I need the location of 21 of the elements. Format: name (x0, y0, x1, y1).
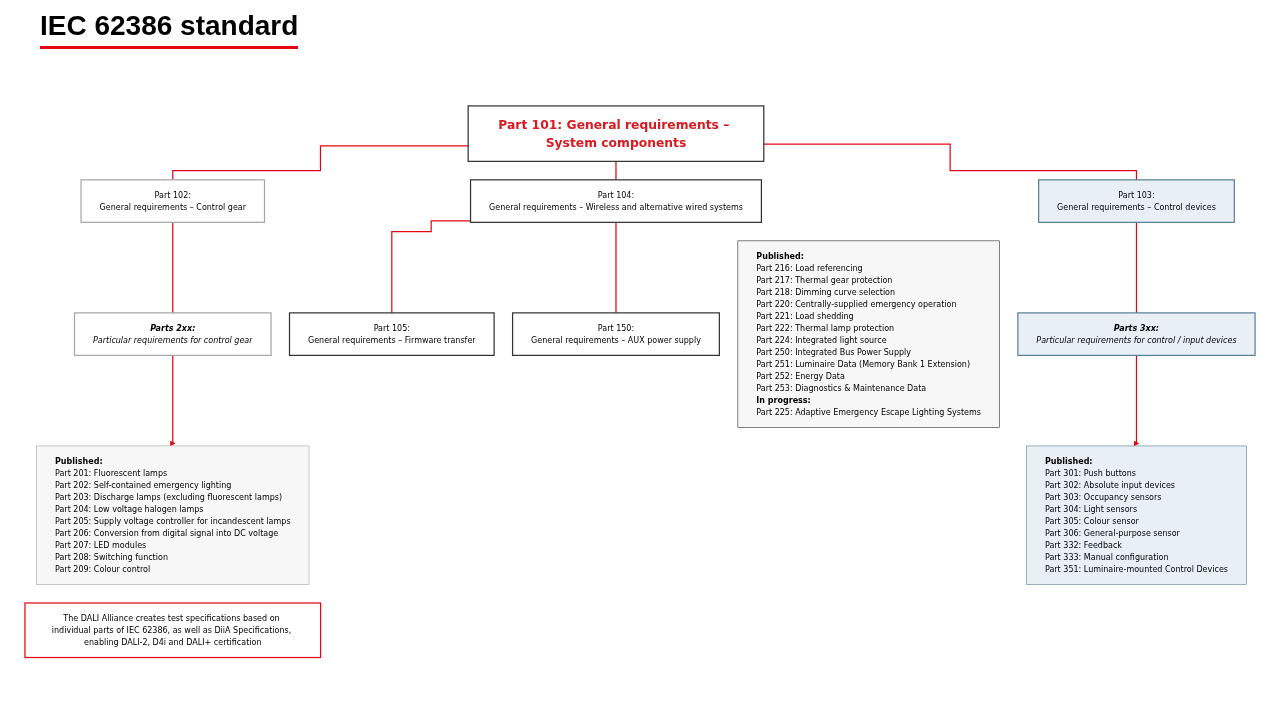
diagram-title: IEC 62386 standard (40, 10, 299, 49)
node-box: Part 105: General requirements – Firmware transfer (288, 312, 495, 356)
node-box: The DALI Alliance creates test specifications based on individual parts of IEC 62386, as well as DiiA Specifications, enabling DALI-2, D4i and DALI+ certification (24, 602, 322, 658)
node-box: Part 102: General requirements – Control gear (80, 179, 266, 223)
node-box: Part 150: General requirements – AUX power supply (511, 312, 720, 356)
connector (615, 160, 617, 181)
node-box: Part 104: General requirements – Wireless and alternative wired systems (469, 179, 763, 223)
node-box: Published: Part 301: Push buttons Part 302: Absolute input devices Part 303: Occupancy sensors Part 304: Light sensors Part 305: Colour sensor Part 306: General-purpose sensor Part 332: Feedback Part 333: Manual configuration Part 351: Luminaire-mounted Control Devices (1026, 445, 1247, 585)
connector (615, 221, 617, 314)
node-box: Part 101: General requirements – System components (467, 105, 765, 162)
node-box: Parts 2xx: Particular requirements for control gear (73, 312, 272, 356)
connector (172, 145, 469, 181)
node-box: Part 103: General requirements – Control devices (1038, 179, 1235, 223)
connector (172, 221, 174, 314)
node-box: Published: Part 216: Load referencing Part 217: Thermal gear protection Part 218: Dimming curve selection Part 220: Centrally-supplied emergency operation Part 221: Load shedding Part 222: Thermal lamp protection Part 224: Integrated light source Part 250: Integrated Bus Power Supply Part 251: Luminaire Data (Memory Bank 1 Extension) Part 252: Energy Data Part 253: Diagnostics & Maintenance Data In progress: Part 225: Adaptive Emergency Escape Lighting Systems (737, 240, 1000, 428)
arrow (1133, 354, 1140, 446)
node-box: Published: Part 201: Fluorescent lamps Part 202: Self-contained emergency lighting Part 203: Discharge lamps (excluding fluorescent lamps) Part 204: Low voltage halogen lamps Part 205: Supply voltage controller for incandescent lamps Part 206: Conversion from digital signal into DC voltage Part 207: LED modules Part 208: Switching function Part 209: Colour control (36, 445, 310, 585)
connector (763, 143, 1138, 181)
node-box: Parts 3xx: Particular requirements for control / input devices (1017, 312, 1256, 356)
arrow (170, 354, 176, 446)
connector (1135, 221, 1138, 314)
